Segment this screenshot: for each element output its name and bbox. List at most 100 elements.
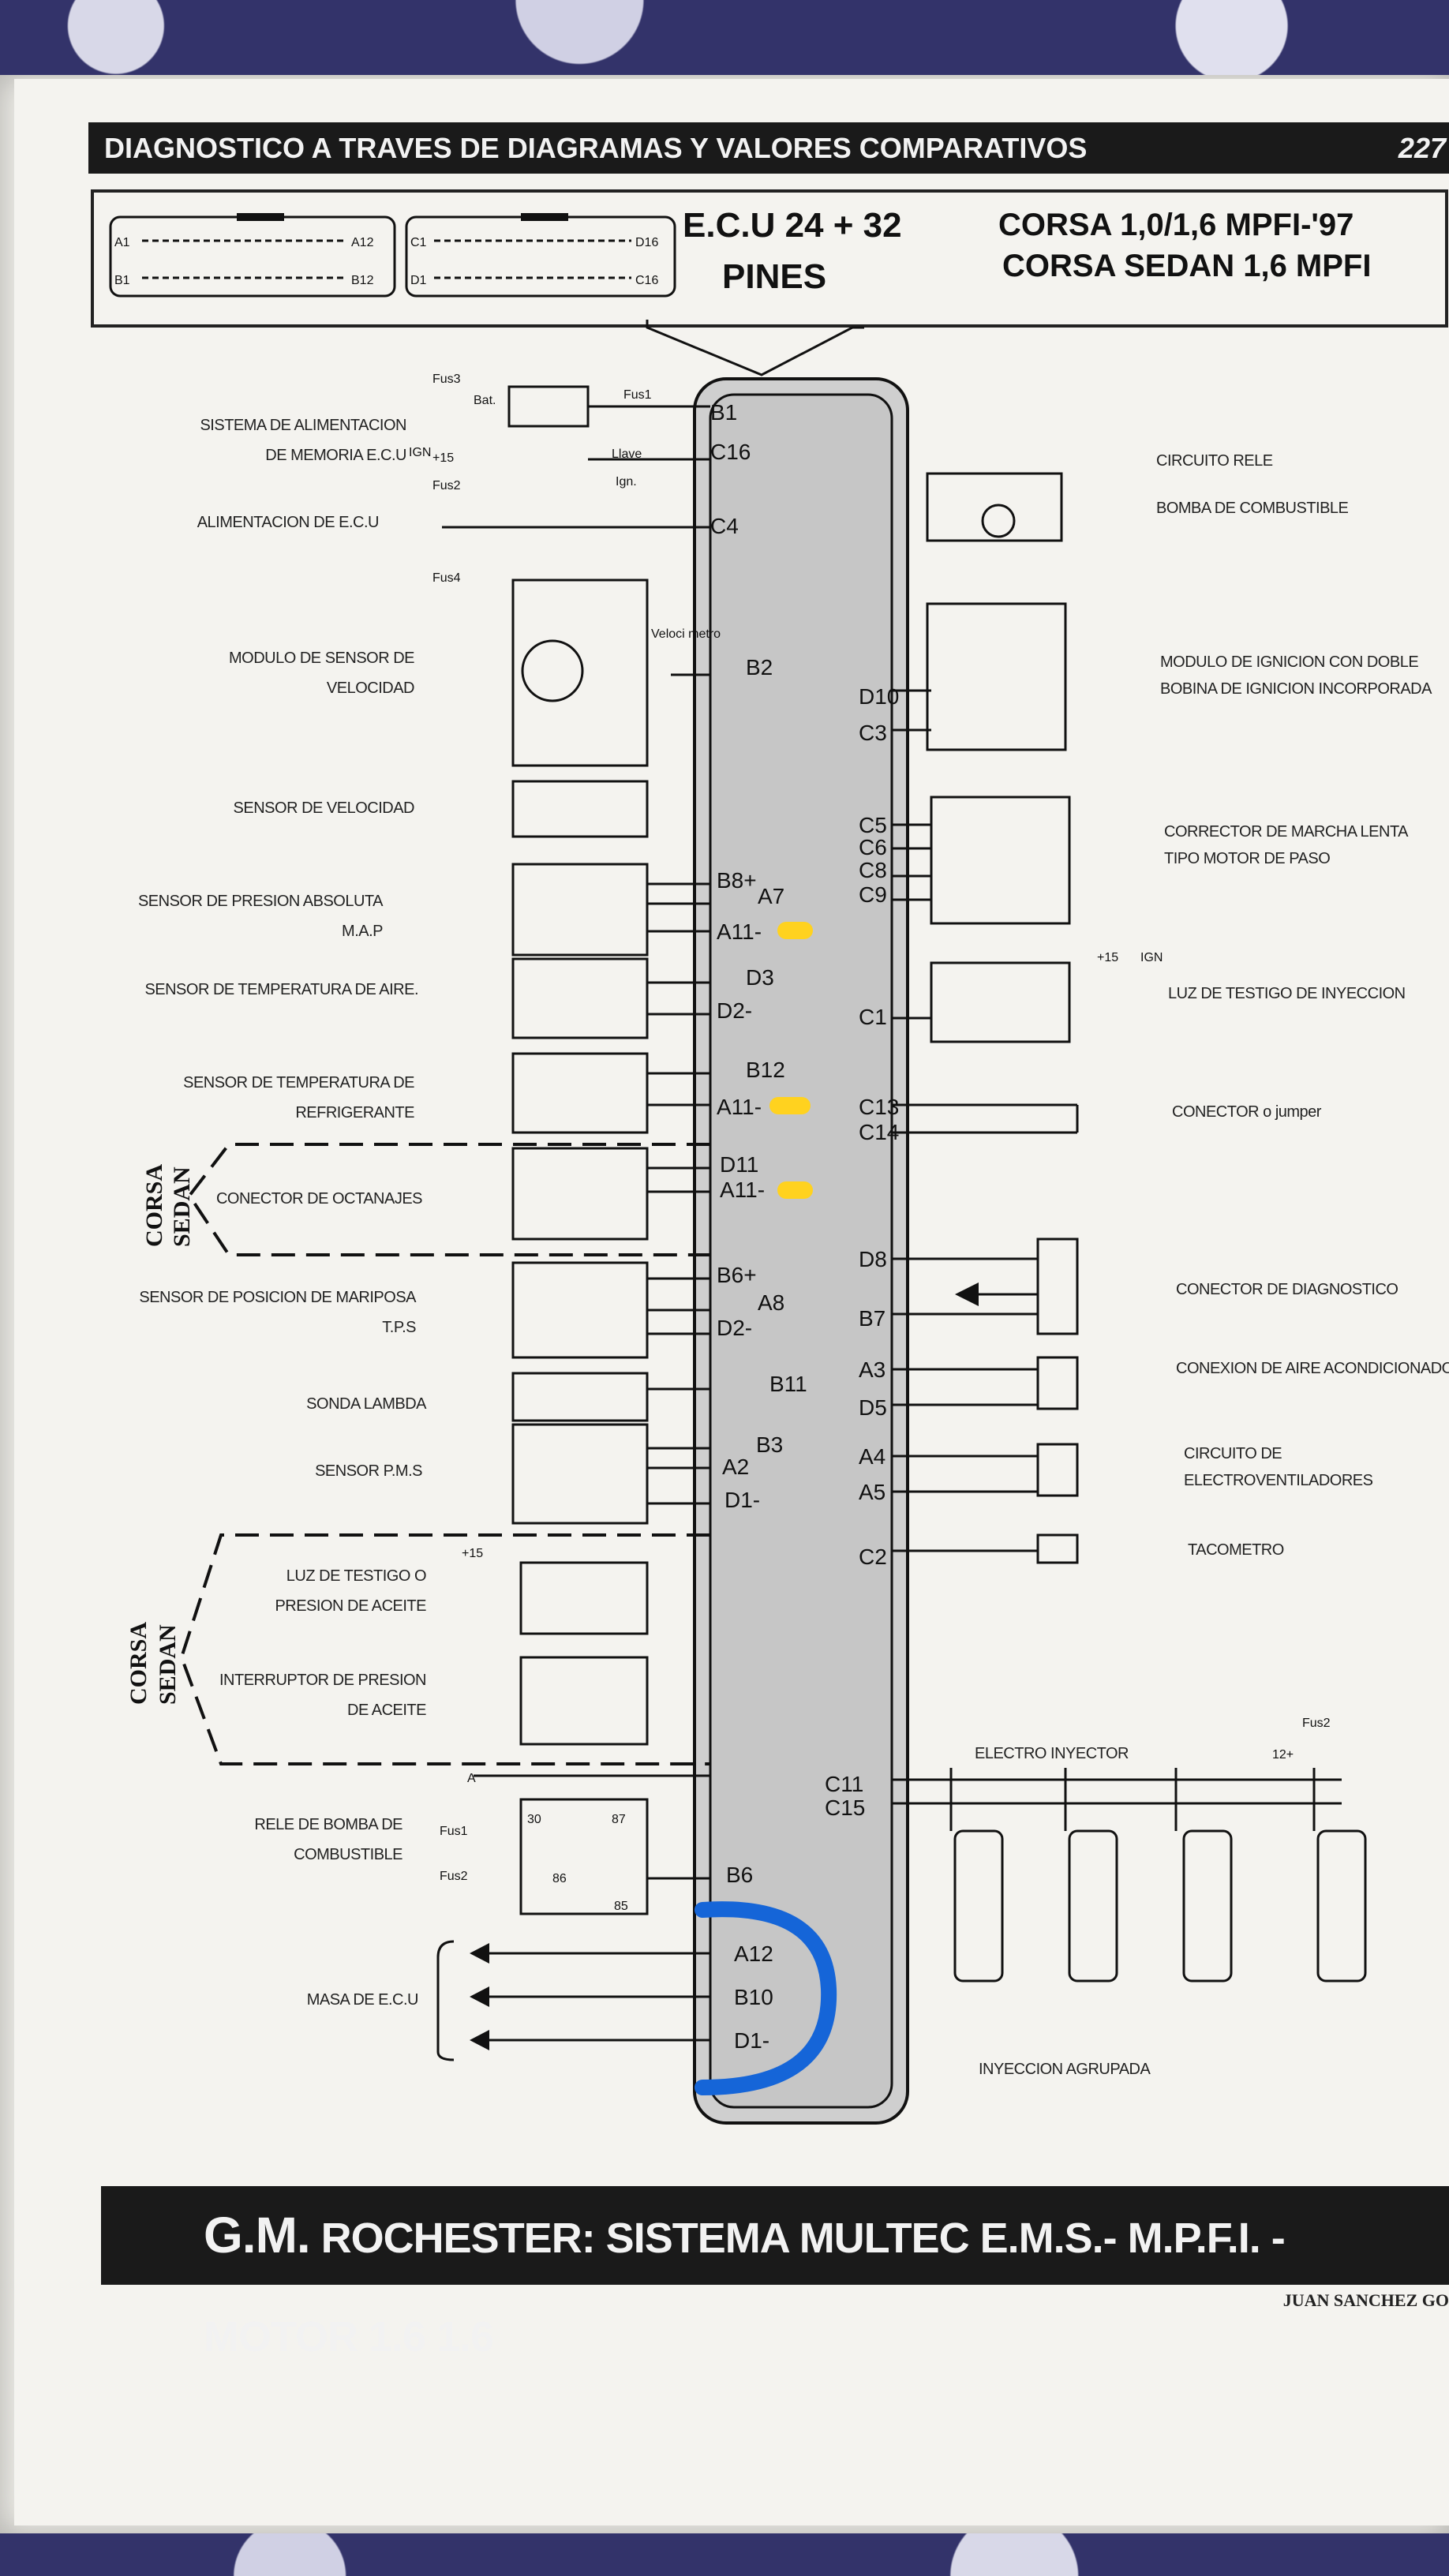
left-component-label: ALIMENTACION DE E.C.U	[197, 514, 379, 531]
left-component-label: SENSOR DE VELOCIDAD	[234, 799, 415, 817]
right-component-label: LUZ DE TESTIGO DE INYECCION	[1168, 985, 1406, 1002]
right-component-label: CIRCUITO DE	[1184, 1445, 1282, 1462]
left-pin-label: A12	[734, 1941, 773, 1966]
left-component-boxes	[507, 385, 649, 1915]
conn-b-tr: D16	[635, 236, 658, 249]
right-pin-label: B7	[859, 1306, 886, 1331]
small-label: Fus4	[432, 571, 461, 585]
small-label: Fus1	[623, 388, 652, 402]
blue-bracket-mark	[695, 1901, 837, 2095]
small-label: +15	[432, 451, 454, 465]
right-component-label: CONECTOR DE DIAGNOSTICO	[1176, 1281, 1398, 1298]
small-label: 12+	[1272, 1748, 1294, 1762]
injector-icons	[949, 1768, 1367, 1983]
small-labels: Fus3Bat.Fus1+15IGNFus2LlaveIgn.Fus4Veloc…	[409, 373, 1331, 1913]
left-pin-label: C4	[710, 514, 739, 538]
left-pin-label: B11	[769, 1372, 807, 1396]
right-pin-label: A4	[859, 1444, 886, 1469]
small-label: IGN	[409, 446, 431, 459]
right-component-label: ELECTRO INYECTOR	[975, 1745, 1129, 1762]
left-pin-label: A11-	[720, 1178, 765, 1202]
left-component-label: SENSOR DE PRESION ABSOLUTA	[138, 893, 384, 910]
right-pin-label: C8	[859, 858, 887, 882]
right-component-label: CORRECTOR DE MARCHA LENTA	[1164, 823, 1409, 841]
right-pin-label: C1	[859, 1005, 887, 1029]
left-pin-label: D2-	[717, 998, 752, 1023]
left-pin-label: A8	[758, 1290, 784, 1315]
left-pin-label: B6	[726, 1863, 753, 1887]
small-label: Fus3	[432, 373, 461, 386]
corsa-sedan-group-1: CORSA SEDAN	[141, 1143, 710, 1256]
vehicle-line1: CORSA 1,0/1,6 MPFI-'97	[998, 208, 1354, 242]
right-component-label: BOMBA DE COMBUSTIBLE	[1156, 500, 1349, 517]
right-pin-labels: D10C3C5C6C8C9C1C13C14D8B7A3D5A4A5C2C11C1…	[825, 684, 899, 1820]
small-label: Fus2	[432, 479, 461, 492]
left-pin-label: B1	[710, 400, 737, 425]
connector-a-icon: A1 A12 B1 B12	[109, 213, 396, 298]
conn-b-br: C16	[635, 274, 658, 287]
masa-brace	[436, 1940, 455, 2061]
small-label: 85	[614, 1900, 628, 1913]
left-component-label: SENSOR P.M.S	[315, 1462, 422, 1480]
yellow-highlights	[769, 922, 813, 1199]
right-pin-label: C13	[859, 1095, 899, 1119]
left-component-label: COMBUSTIBLE	[294, 1846, 402, 1863]
left-component-label: LUZ DE TESTIGO O	[286, 1567, 426, 1585]
right-component-label: TIPO MOTOR DE PASO	[1164, 850, 1330, 867]
page-title-bar: DIAGNOSTICO A TRAVES DE DIAGRAMAS Y VALO…	[88, 122, 1449, 174]
small-label: Fus2	[440, 1870, 468, 1883]
page-number: 227	[1398, 132, 1446, 164]
right-component-label: CIRCUITO RELE	[1156, 452, 1273, 470]
left-component-label: INTERRUPTOR DE PRESION	[219, 1672, 426, 1689]
small-label: Fus1	[440, 1825, 468, 1838]
conn-a-bl: B1	[114, 274, 130, 287]
connector-b-icon: C1 D16 D1 C16	[405, 213, 676, 298]
left-component-label: SENSOR DE POSICION DE MARIPOSA	[139, 1289, 417, 1306]
left-component-label: VELOCIDAD	[327, 680, 414, 697]
right-pin-label: C15	[825, 1795, 865, 1820]
left-component-label: RELE DE BOMBA DE	[254, 1816, 402, 1833]
left-wires	[442, 405, 710, 2050]
small-label: 30	[527, 1813, 541, 1826]
ecu-title: E.C.U 24 + 32	[683, 206, 902, 245]
left-pin-label: B8+	[717, 868, 757, 893]
right-component-boxes	[926, 472, 1079, 1564]
side-label-2: CORSA	[125, 1622, 152, 1705]
left-component-label: SENSOR DE TEMPERATURA DE	[183, 1074, 414, 1091]
small-label: Ign.	[616, 475, 637, 489]
small-label: +15	[1097, 951, 1118, 964]
right-pin-label: C9	[859, 882, 887, 907]
right-component-label: INYECCION AGRUPADA	[979, 2061, 1151, 2078]
small-label: Fus2	[1302, 1717, 1331, 1730]
left-component-label: MASA DE E.C.U	[307, 1991, 418, 2009]
left-component-label: REFRIGERANTE	[295, 1104, 414, 1121]
ecu-pins: PINES	[722, 257, 826, 296]
right-pin-label: C5	[859, 813, 887, 837]
right-component-label: MODULO DE IGNICION CON DOBLE	[1160, 653, 1418, 671]
left-pin-label: B2	[746, 655, 773, 680]
small-label: A	[467, 1772, 476, 1785]
right-pin-label: A3	[859, 1357, 886, 1382]
right-pin-label: C3	[859, 721, 887, 745]
left-pin-labels: B1C16C4B2B8+A7A11-D3D2-B12A11-D11A11-B6+…	[710, 400, 807, 2053]
right-wires	[892, 689, 1342, 1805]
left-pin-label: D2-	[717, 1316, 752, 1340]
left-pin-label: A2	[722, 1455, 749, 1479]
small-label: +15	[462, 1547, 483, 1560]
left-pin-label: A11-	[717, 919, 762, 944]
right-component-labels: CIRCUITO RELE BOMBA DE COMBUSTIBLE MODULO …	[975, 452, 1449, 2078]
corsa-sedan-group-2: CORSA SEDAN	[125, 1533, 710, 1765]
header-box	[91, 189, 1448, 328]
left-pin-label: D1-	[734, 2028, 769, 2053]
author-name: JUAN SANCHEZ GO	[1282, 2290, 1449, 2310]
left-component-label: DE ACEITE	[347, 1702, 426, 1719]
left-pin-label: B6+	[717, 1263, 757, 1287]
left-pin-label: D11	[720, 1152, 758, 1177]
left-pin-label: C16	[710, 440, 751, 464]
left-pin-label: A7	[758, 884, 784, 908]
small-label: Bat.	[474, 394, 496, 407]
conn-a-tr: A12	[351, 236, 374, 249]
left-component-label: CONECTOR DE OCTANAJES	[216, 1190, 422, 1208]
page-title: DIAGNOSTICO A TRAVES DE DIAGRAMAS Y VALO…	[104, 132, 1088, 164]
right-component-label: CONEXION DE AIRE ACONDICIONADO	[1176, 1360, 1449, 1377]
